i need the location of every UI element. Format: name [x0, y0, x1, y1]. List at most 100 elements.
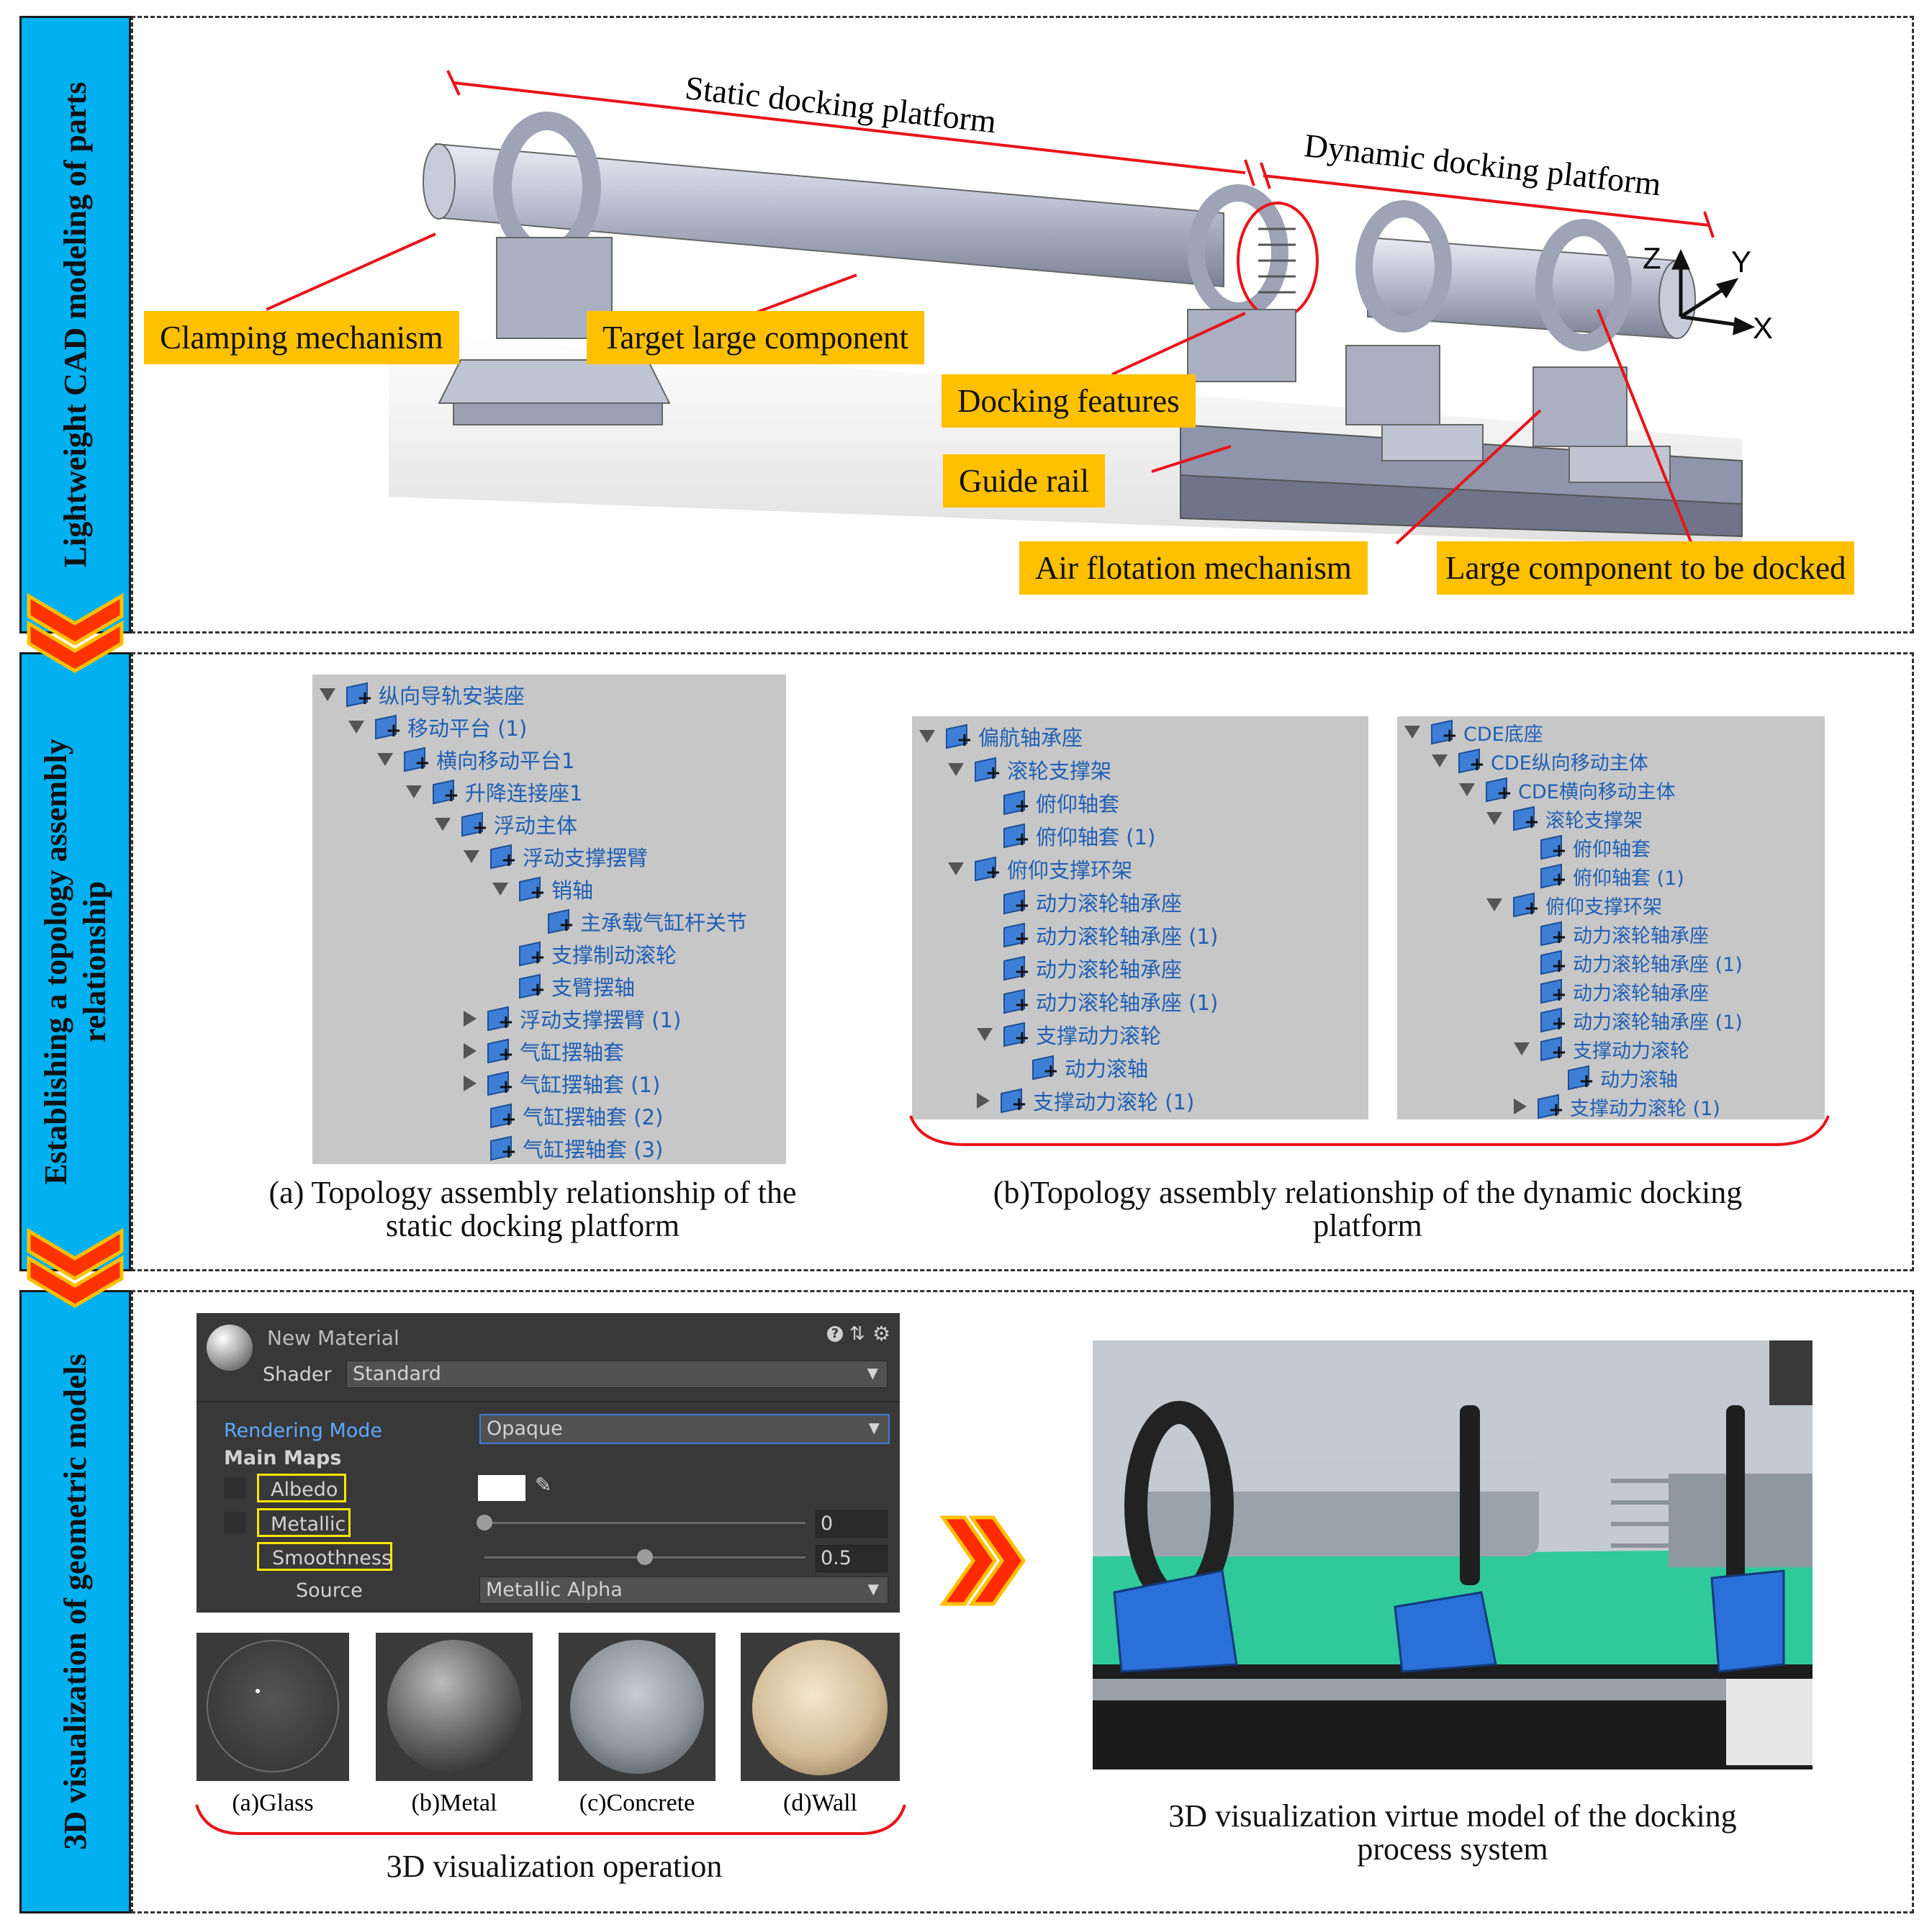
gear-icon[interactable]: ⚙: [872, 1322, 891, 1345]
section-stripe-cad: Lightweight CAD modeling of parts: [19, 16, 131, 634]
tree-node[interactable]: CDE纵向移动主体: [1432, 747, 1648, 775]
expand-arrow-icon[interactable]: [948, 763, 964, 776]
tree-node[interactable]: CDE横向移动主体: [1459, 775, 1676, 804]
tree-node[interactable]: 动力滚轮轴承座 (1): [977, 985, 1218, 1018]
expand-arrow-icon[interactable]: [1404, 726, 1420, 739]
shader-dropdown[interactable]: Standard ▼: [346, 1361, 888, 1388]
tree-node-label: 动力滚轮轴承座: [1036, 957, 1183, 982]
tree-node[interactable]: 移动平台 (1): [348, 711, 527, 743]
metallic-value-field[interactable]: 0: [816, 1510, 888, 1538]
collapse-arrow-icon[interactable]: [1514, 1099, 1527, 1114]
tree-node[interactable]: 动力滚轮轴承座 (1): [1514, 1006, 1743, 1034]
chevron-down-icon: ▼: [867, 1580, 879, 1597]
tree-node[interactable]: 动力滚轮轴承座 (1): [1514, 948, 1743, 977]
tree-node[interactable]: 偏航轴承座: [919, 720, 1083, 753]
smoothness-value-field[interactable]: 0.5: [816, 1545, 888, 1572]
tree-node[interactable]: 支撑动力滚轮 (1): [977, 1084, 1194, 1117]
help-icon[interactable]: ?: [827, 1326, 843, 1342]
prefab-cube-icon: [1484, 778, 1512, 801]
smoothness-slider[interactable]: [484, 1549, 805, 1565]
tree-node[interactable]: 气缸摆轴套 (1): [464, 1067, 660, 1099]
caption-visualization-operation: 3D visualization operation: [386, 1849, 723, 1884]
tree-node[interactable]: 动力滚轮轴承座: [1514, 919, 1709, 948]
tree-node[interactable]: 气缸摆轴套 (2): [464, 1099, 663, 1132]
tree-node[interactable]: 俯仰轴套 (1): [1514, 862, 1684, 891]
tree-node[interactable]: 纵向导轨安装座: [320, 678, 525, 711]
prefab-cube-icon: [1030, 1056, 1059, 1079]
cad-model-illustration: [266, 70, 1756, 547]
tree-node-label: 俯仰支撑环架: [1007, 858, 1133, 883]
tree-node[interactable]: 动力滚轴: [1541, 1063, 1678, 1092]
tree-node[interactable]: 气缸摆轴套: [464, 1034, 624, 1067]
tree-node[interactable]: 动力滚轮轴承座: [977, 885, 1182, 919]
tree-node[interactable]: 销轴: [492, 873, 593, 905]
tree-node[interactable]: 俯仰轴套: [1514, 833, 1651, 862]
wall-sphere-tile: [741, 1633, 900, 1781]
albedo-texture-slot[interactable]: [224, 1477, 245, 1499]
tree-node[interactable]: 俯仰支撑环架: [1486, 891, 1662, 919]
tree-node[interactable]: 支撑动力滚轮: [977, 1018, 1161, 1051]
tree-node[interactable]: 滚轮支撑架: [948, 753, 1111, 786]
expand-arrow-icon[interactable]: [1459, 783, 1475, 796]
tree-node[interactable]: 支撑动力滚轮: [1514, 1034, 1689, 1063]
expand-arrow-icon[interactable]: [1486, 898, 1502, 911]
sphere-label-concrete: (c)Concrete: [579, 1790, 695, 1816]
expand-arrow-icon[interactable]: [492, 882, 508, 896]
tree-node[interactable]: 俯仰轴套 (1): [977, 819, 1155, 852]
expand-arrow-icon[interactable]: [1486, 812, 1502, 825]
collapse-arrow-icon[interactable]: [977, 1093, 990, 1109]
tree-node[interactable]: CDE底座: [1404, 718, 1543, 747]
albedo-color-swatch[interactable]: [478, 1475, 525, 1501]
source-dropdown[interactable]: Metallic Alpha ▼: [479, 1577, 888, 1604]
rendering-mode-dropdown[interactable]: Opaque ▼: [479, 1414, 890, 1444]
tree-node[interactable]: 主承载气缸杆关节: [521, 905, 747, 937]
preset-icon[interactable]: ⇅: [849, 1323, 865, 1345]
tree-node[interactable]: 俯仰轴套: [977, 786, 1119, 819]
tree-node[interactable]: 滚轮支撑架: [1486, 804, 1643, 833]
metallic-slider[interactable]: [477, 1515, 805, 1530]
section-stripe-visualization: 3D visualization of geometric models: [19, 1290, 131, 1913]
tree-node[interactable]: 浮动支撑摆臂: [464, 840, 648, 873]
tree-node[interactable]: 动力滚轮轴承座 (1): [977, 919, 1218, 952]
expand-arrow-icon[interactable]: [1514, 1042, 1530, 1055]
tree-node[interactable]: 俯仰支撑环架: [948, 852, 1132, 885]
chevron-down-icon: ▼: [868, 1419, 880, 1436]
rendering-mode-label: Rendering Mode: [224, 1420, 383, 1442]
tree-node[interactable]: 动力滚轮轴承座: [977, 952, 1182, 985]
tree-node[interactable]: 动力滚轴: [1006, 1051, 1148, 1084]
expand-arrow-icon[interactable]: [320, 688, 335, 701]
tree-node[interactable]: 浮动支撑摆臂 (1): [464, 1002, 681, 1034]
expand-arrow-icon[interactable]: [377, 752, 393, 766]
expand-arrow-icon[interactable]: [919, 730, 935, 743]
tree-node-label: 主承载气缸杆关节: [580, 910, 748, 935]
collapse-arrow-icon[interactable]: [464, 1010, 477, 1027]
expand-arrow-icon[interactable]: [977, 1028, 993, 1041]
expand-arrow-icon[interactable]: [948, 862, 964, 875]
collapse-arrow-icon[interactable]: [464, 1042, 477, 1059]
smoothness-slider-thumb[interactable]: [637, 1549, 653, 1565]
tree-node[interactable]: 动力滚轮轴承座: [1514, 977, 1709, 1006]
prefab-cube-icon: [488, 845, 517, 868]
expand-arrow-icon[interactable]: [1432, 754, 1448, 767]
tree-node[interactable]: 支撑动力滚轮 (1): [1514, 1092, 1720, 1119]
prefab-cube-icon: [459, 813, 488, 836]
tree-node[interactable]: 横向移动平台1: [377, 743, 574, 775]
metallic-texture-slot[interactable]: [224, 1512, 245, 1533]
expand-arrow-icon[interactable]: [406, 785, 422, 798]
eyedropper-icon[interactable]: ✎: [535, 1473, 552, 1497]
expand-arrow-icon[interactable]: [464, 849, 479, 863]
metallic-slider-thumb[interactable]: [477, 1515, 492, 1530]
tree-node[interactable]: 浮动主体: [435, 808, 577, 840]
concrete-sphere: [570, 1640, 704, 1774]
tree-node[interactable]: 升降连接座1: [406, 775, 582, 808]
tree-node-label: 动力滚轮轴承座 (1): [1573, 1011, 1743, 1034]
tree-node[interactable]: 气缸摆轴套 (3): [464, 1132, 663, 1164]
tree-node[interactable]: 支臂摆轴: [492, 970, 635, 1002]
expand-arrow-icon[interactable]: [435, 817, 451, 831]
expand-arrow-icon[interactable]: [348, 720, 364, 734]
material-preview-sphere: [207, 1325, 253, 1371]
tree-node-label: 动力滚轴: [1065, 1057, 1149, 1081]
collapse-arrow-icon[interactable]: [464, 1075, 477, 1091]
tree-node[interactable]: 支撑制动滚轮: [492, 937, 677, 970]
tree-node-label: 动力滚轴: [1600, 1068, 1678, 1091]
